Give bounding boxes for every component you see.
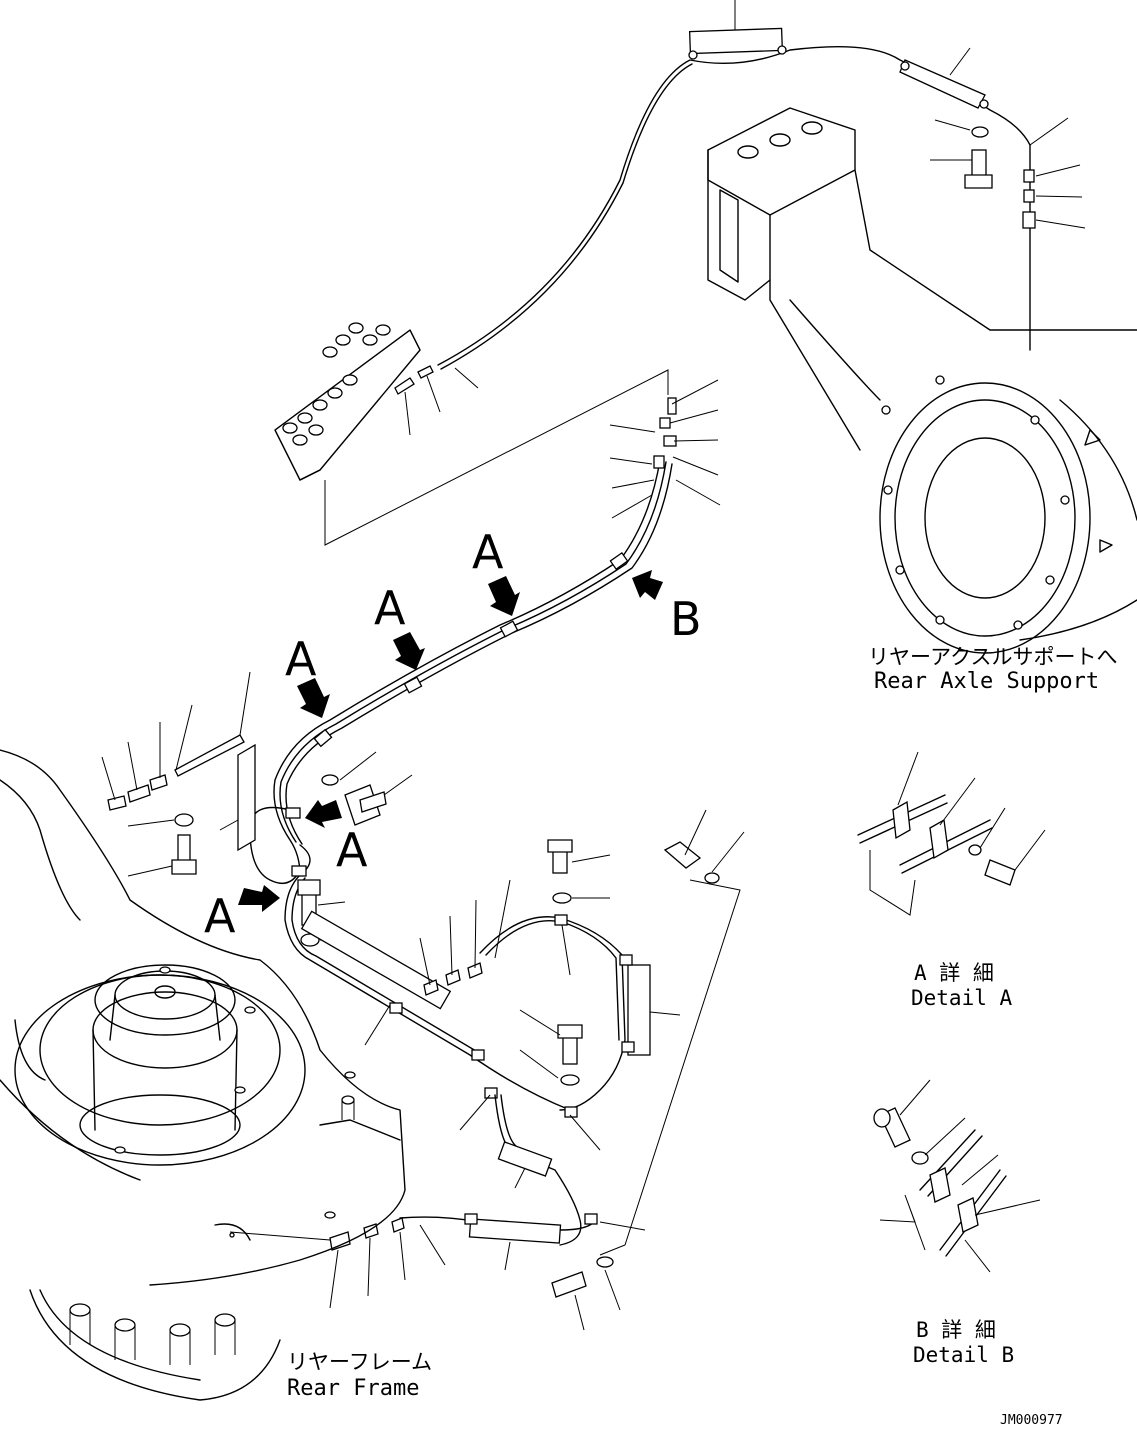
rear-axle-support-label-en: Rear Axle Support: [874, 669, 1099, 694]
rear-frame-drawing: [0, 749, 406, 1401]
bracket-left: [101, 671, 413, 947]
arrow-b: [632, 570, 663, 600]
arrow-a-3: [297, 678, 330, 718]
detail-b-title-jp: B 詳 細: [916, 1318, 996, 1342]
view-letter-b: B: [670, 592, 702, 646]
upper-hose-route: [437, 0, 1086, 370]
view-letter-a-1: A: [472, 525, 504, 579]
arrow-a-5: [238, 885, 280, 912]
view-arrows: [238, 570, 663, 912]
drawing-number: JM000977: [1000, 1413, 1063, 1428]
arrow-a-2: [393, 632, 425, 670]
view-letter-a-4: A: [336, 823, 368, 877]
lower-hose-route: [229, 809, 745, 1331]
control-valve-drawing: [274, 322, 669, 546]
arrow-a-1: [488, 576, 520, 616]
arrow-a-4: [305, 800, 342, 828]
view-letter-a-2: A: [374, 581, 406, 635]
rear-axle-support-drawing: [707, 107, 1137, 654]
view-letter-a-5: A: [204, 889, 236, 943]
detail-a-drawing: [857, 751, 1046, 916]
detail-a-title-jp: A 詳 細: [914, 961, 994, 985]
rear-frame-label-en: Rear Frame: [287, 1376, 419, 1401]
detail-a-title-en: Detail A: [911, 986, 1013, 1010]
main-hose-bundle: [249, 379, 721, 1111]
rear-frame-label-jp: リヤーフレーム: [287, 1350, 432, 1374]
detail-b-title-en: Detail B: [913, 1343, 1014, 1367]
rear-axle-support-label-jp: リヤーアクスルサポートへ: [868, 645, 1117, 669]
detail-b-drawing: [873, 1079, 1041, 1273]
view-letter-a-3: A: [285, 632, 317, 686]
